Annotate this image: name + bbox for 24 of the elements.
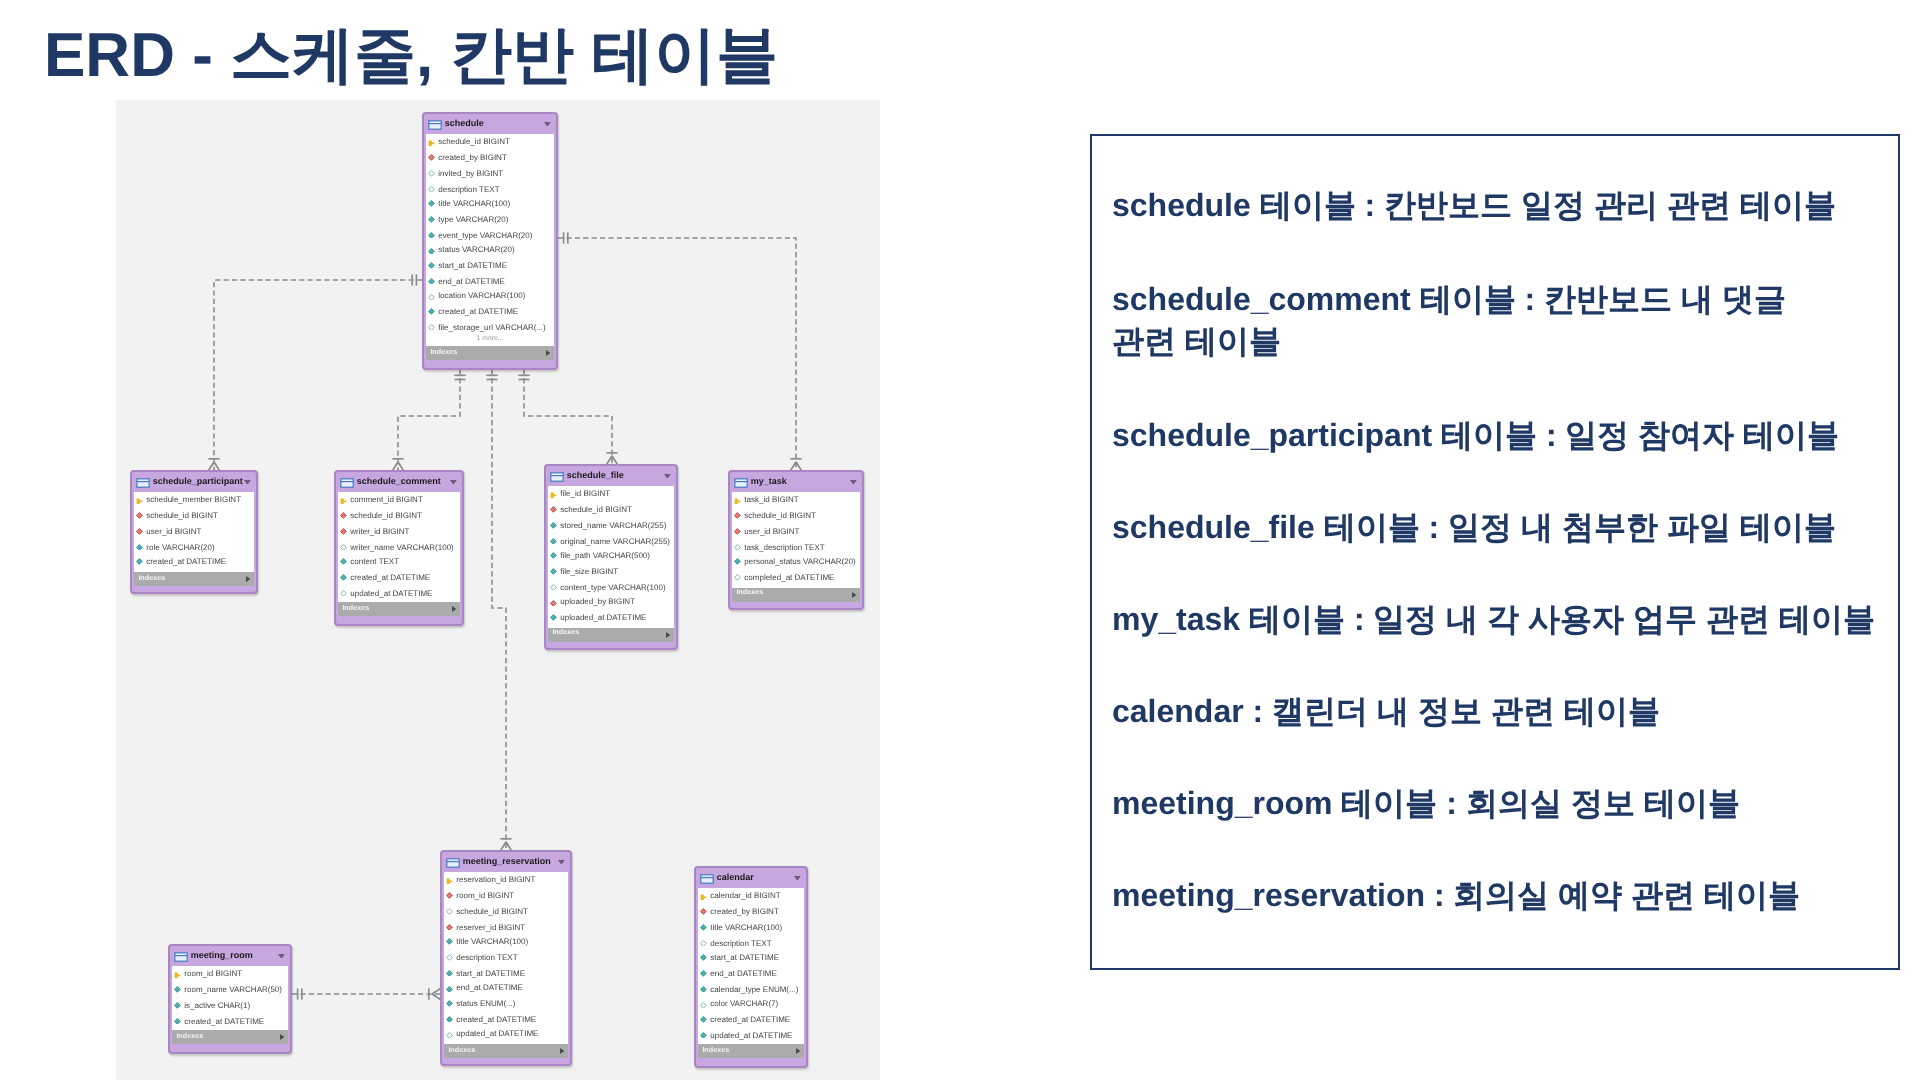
entity-table [168, 944, 292, 1054]
entity-table [422, 112, 558, 370]
entity-table [694, 866, 808, 1068]
description-text: meeting_room 테이블 : 회의실 정보 테이블 [1112, 786, 1742, 826]
entity-table [334, 470, 464, 626]
description-text: schedule_comment 테이블 : 칸반보드 내 댓글 관련 테이블 [1112, 282, 1788, 364]
description-text: calendar : 캘린더 내 정보 관련 테이블 [1112, 694, 1662, 734]
entity-table [544, 464, 678, 651]
entity-table [728, 470, 864, 611]
description-panel [1090, 134, 1900, 970]
relationship-line [486, 368, 513, 851]
description-text: meeting_reservation : 회의실 예약 관련 테이블 [1112, 878, 1803, 918]
relationship-line [557, 232, 803, 471]
description-text: my_task 테이블 : 일정 내 각 사용자 업무 관련 테이블 [1112, 602, 1877, 642]
slide-title: ERD - 스케줄, 칸반 테이블 [44, 18, 778, 94]
entity-table [130, 470, 258, 595]
description-text: schedule_participant 테이블 : 일정 참여자 테이블 [1112, 418, 1842, 458]
relationship-line [291, 987, 441, 1001]
description-text: schedule 테이블 : 칸반보드 일정 관리 관련 테이블 [1112, 188, 1838, 228]
entity-table [440, 850, 572, 1067]
relationship-line [207, 274, 423, 471]
description-text: schedule_file 테이블 : 일정 내 첨부한 파일 테이블 [1112, 510, 1838, 550]
relationship-line [391, 368, 466, 471]
relationship-line [518, 368, 619, 465]
